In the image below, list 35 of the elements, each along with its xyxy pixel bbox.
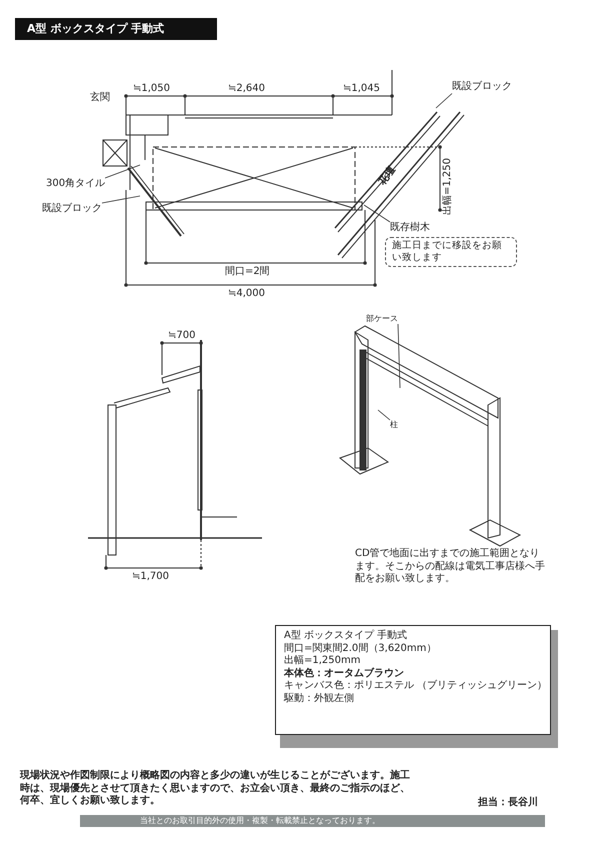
spec-line: 駆動：外観左側 bbox=[284, 692, 355, 705]
leader-line bbox=[378, 410, 390, 420]
dimension-text: 出幅=1,250 bbox=[442, 158, 454, 215]
title-bar: A型 ボックスタイプ 手動式 bbox=[15, 18, 217, 40]
staff-name: 担当：長谷川 bbox=[478, 797, 538, 810]
leader-line bbox=[364, 204, 390, 222]
leader-line bbox=[104, 164, 140, 178]
note-box: 施工日までに移設をお願い致します bbox=[385, 237, 517, 267]
part-label: 花壇 bbox=[377, 164, 399, 188]
leader-line bbox=[102, 196, 140, 204]
dimension-text: ≒1,045 bbox=[343, 83, 380, 96]
part-label: 既存樹木 bbox=[390, 222, 430, 234]
dimension-text: ≒4,000 bbox=[228, 288, 266, 300]
dimension-text: ≒700 bbox=[168, 330, 196, 342]
spec-line: A型 ボックスタイプ 手動式 bbox=[284, 630, 408, 642]
spec-line: キャンバス色：ポリエステル （ブリティッシュグリーン） bbox=[284, 680, 542, 692]
part-label: 既設ブロック bbox=[452, 81, 512, 94]
leader-line bbox=[436, 93, 452, 108]
disclaimer-text: 現場状況や作図制限により概略図の内容と多少の違いが生じることがございます。施工時は、現場優先とさせて頂きたく思いますので、お立会い頂き、最終のご指示のほど、何卒、宜しくお願い致します。 bbox=[20, 770, 411, 808]
spec-line: 本体色：オータムブラウン bbox=[284, 668, 405, 680]
place-label: 玄関 bbox=[90, 92, 110, 104]
dimension-text: 間口=2間 bbox=[225, 266, 270, 278]
leader-line bbox=[398, 324, 400, 388]
spec-line: 出幅=1,250mm bbox=[284, 655, 362, 668]
part-label: 部ケース bbox=[366, 314, 398, 324]
note-text: CD管で地面に出すまでの施工範囲となります。そこからの配線は電気工事店様へ手配をお願い致します。 bbox=[355, 548, 545, 586]
spec-line: 間口=関東間2.0間（3,620mm） bbox=[284, 642, 438, 654]
dimension-text: ≒1,050 bbox=[133, 83, 170, 96]
dimension-text: ≒2,640 bbox=[228, 83, 266, 96]
part-label: 既設ブロック bbox=[42, 203, 102, 216]
part-label: 300角タイル bbox=[46, 178, 106, 190]
dimension-text: ≒1,700 bbox=[132, 571, 170, 584]
part-label: 柱 bbox=[390, 420, 398, 430]
copyright-bar: 当社とのお取引目的外の使用・複製・転載禁止となっております。 bbox=[80, 815, 545, 827]
spec-box bbox=[275, 625, 551, 735]
